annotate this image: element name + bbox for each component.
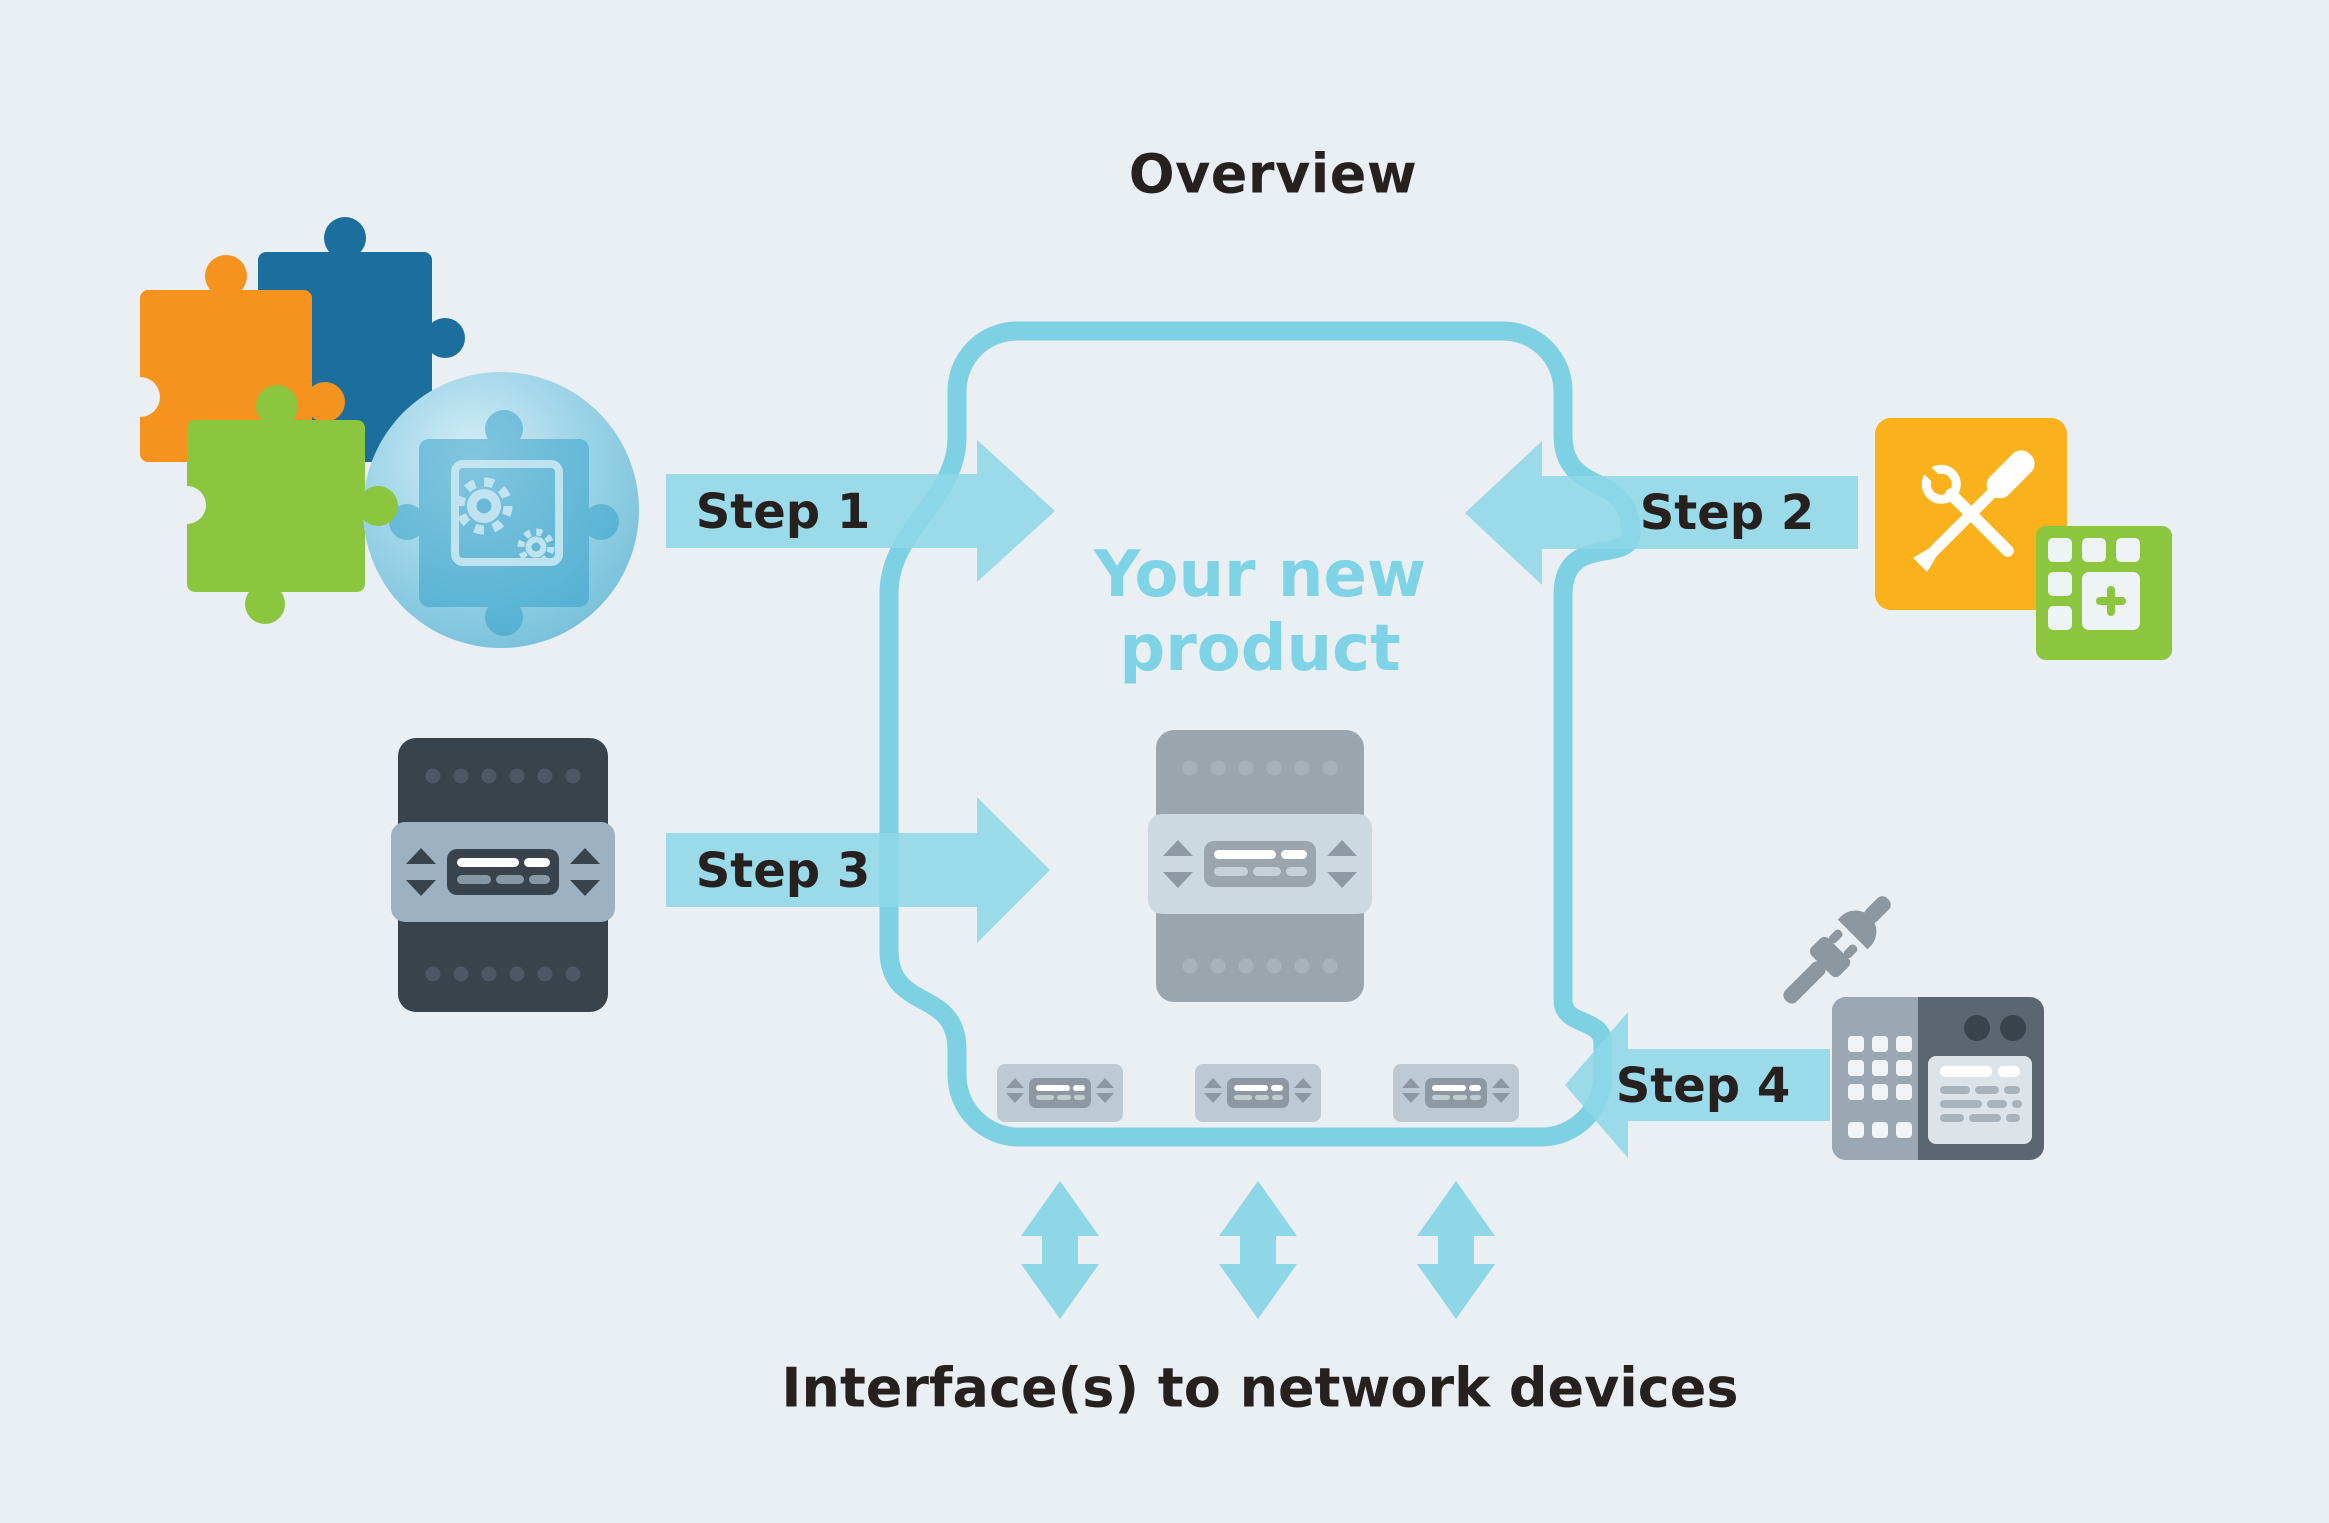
dark-meter-module-icon (391, 738, 615, 1012)
updown-arrow-icon (1219, 1181, 1297, 1319)
updown-arrow-icon (1021, 1181, 1099, 1319)
updown-arrow-icon (1417, 1181, 1495, 1319)
step4-label: Step 4 (1615, 1058, 1791, 1114)
metering-device-icon (1832, 997, 2044, 1160)
product-label-line2: product (1119, 612, 1401, 686)
sphere-with-puzzle-and-gears-icon (352, 372, 639, 648)
keypad-plus-icon (2036, 526, 2172, 660)
step1-label: Step 1 (695, 484, 871, 540)
gray-meter-module-icon (1148, 730, 1372, 1002)
step3-label: Step 3 (695, 843, 871, 899)
disconnected-plug-icon (1783, 896, 1891, 1004)
interface-port-badge-icon (997, 1064, 1123, 1122)
puzzle-pieces-icon (120, 217, 465, 624)
interface-port-badge-icon (1195, 1064, 1321, 1122)
step4-arrow (1565, 1012, 1830, 1158)
step1-arrow (666, 440, 1055, 582)
network-interfaces-caption: Interface(s) to network devices (781, 1356, 1739, 1420)
product-label-line1: Your new (1094, 538, 1426, 612)
step3-arrow (666, 797, 1050, 943)
product-box-label: Your new product (1094, 538, 1426, 686)
wrench-screwdriver-icon (1875, 418, 2067, 610)
interface-port-badge-icon (1393, 1064, 1519, 1122)
page-title: Overview (1128, 142, 1418, 206)
step2-arrow (1465, 441, 1858, 585)
step2-label: Step 2 (1639, 485, 1815, 541)
